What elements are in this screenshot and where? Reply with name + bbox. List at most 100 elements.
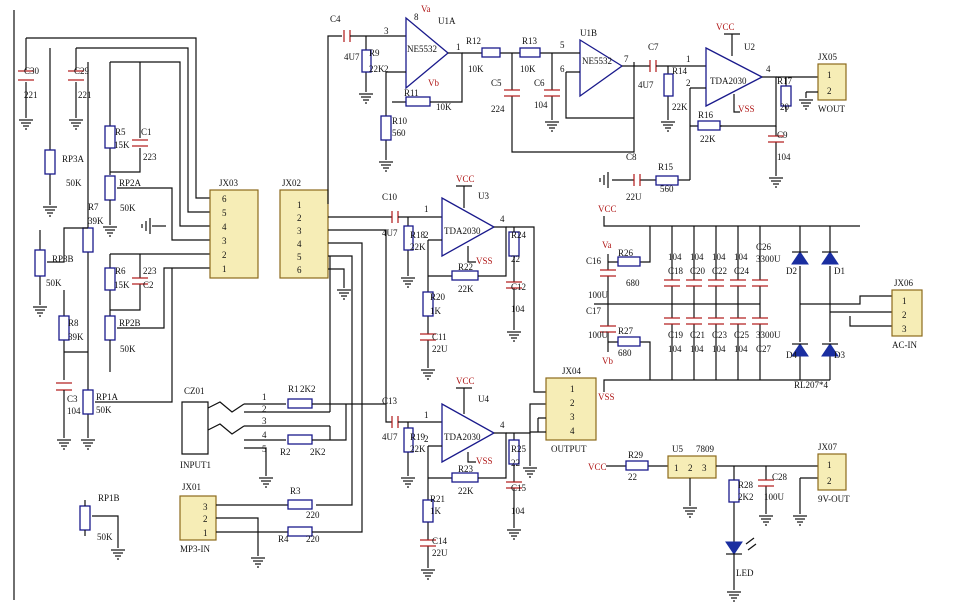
c5-ref: C5	[491, 78, 502, 88]
c9-ref: C9	[777, 130, 788, 140]
r13-value: 10K	[520, 64, 536, 74]
d3-ref: D3	[834, 350, 845, 360]
psu-vcc: VCC	[598, 204, 617, 214]
u5-pin: 1	[674, 463, 679, 473]
rp2a-ref: RP2A	[119, 178, 142, 188]
jx05-connector: JX05 1 2 WOUT	[817, 52, 847, 114]
jx01-pin: 3	[203, 502, 208, 512]
c13-ref: C13	[382, 396, 398, 406]
d4-diode	[791, 343, 809, 357]
u4-ref: U4	[478, 394, 489, 404]
pin-label: 1	[424, 204, 429, 214]
jx07-pin: 2	[827, 476, 832, 486]
c25-value: 104	[734, 344, 748, 354]
jx01-pin: 1	[203, 528, 208, 538]
r10-ref: R10	[392, 116, 408, 126]
r12-value: 10K	[468, 64, 484, 74]
jx03-pin: 4	[222, 222, 227, 232]
jx04-pin: 2	[570, 398, 575, 408]
r3-ref: R3	[290, 486, 301, 496]
pin-label: 5	[560, 40, 565, 50]
r11-ref: R11	[404, 88, 419, 98]
r2-value: 2K2	[310, 447, 326, 457]
pin-label: 2	[424, 230, 429, 240]
r14-value: 22K	[672, 102, 688, 112]
tone-control-network	[18, 37, 210, 560]
r9-value: 22K	[369, 64, 385, 74]
d4-ref: D4	[786, 350, 797, 360]
u3-ref: U3	[478, 191, 489, 201]
jx03-pin: 2	[222, 250, 227, 260]
u5-ref: U5	[672, 444, 683, 454]
cz01-pin: 4	[262, 430, 267, 440]
c24-value: 104	[734, 252, 748, 262]
r27-value: 680	[618, 348, 632, 358]
u2-vcc: VCC	[716, 22, 735, 32]
pin-label: 1	[424, 410, 429, 420]
jx06-pin: 1	[902, 296, 907, 306]
r28-value: 2K2	[738, 492, 754, 502]
r1-ref: R1	[288, 384, 299, 394]
pin-label: 6	[560, 64, 565, 74]
r9-ref: R9	[369, 48, 380, 58]
c12-value: 104	[511, 304, 525, 314]
c27-ref: C27	[756, 344, 772, 354]
c17-value: 100U	[588, 330, 609, 340]
u4-vss: VSS	[476, 456, 493, 466]
u1a-ref: U1A	[438, 16, 456, 26]
u4-chip: TDA2030	[444, 432, 481, 442]
r2-ref: R2	[280, 447, 291, 457]
r5-ref: R5	[115, 127, 126, 137]
c16-value: 100U	[588, 290, 609, 300]
jx04-label: OUTPUT	[551, 444, 587, 454]
pin-label: 1	[686, 54, 691, 64]
c2-ref: C2	[143, 280, 154, 290]
c9-value: 104	[777, 152, 791, 162]
jx06-pin: 3	[902, 324, 907, 334]
jx06-pin: 2	[902, 310, 907, 320]
cz01-ref: CZ01	[184, 386, 205, 396]
r16-value: 22K	[700, 134, 716, 144]
r23-ref: R23	[458, 464, 474, 474]
jx03-pin: 1	[222, 264, 227, 274]
r4-ref: R4	[278, 534, 289, 544]
r6-value: 15K	[114, 280, 130, 290]
r25-ref: R25	[511, 444, 527, 454]
pin-label: 2	[686, 78, 691, 88]
pin-label: 1	[456, 42, 461, 52]
jx01-mp3-in-connector: JX01 3 2 1 MP3-IN R3 220 R4 220	[179, 420, 363, 568]
c23-value: 104	[712, 344, 726, 354]
r22-value: 22K	[458, 284, 474, 294]
u2-ref: U2	[744, 42, 755, 52]
jx02-pin: 4	[297, 239, 302, 249]
c20-value: 104	[690, 252, 704, 262]
regulator-section: VCC R29 22 U5 7809 1 2 3 R28 2K2 LED C28…	[588, 444, 818, 602]
c22-ref: C22	[712, 266, 727, 276]
r10-value: 560	[392, 128, 406, 138]
c13-value: 4U7	[382, 432, 398, 442]
r24-value: 22	[511, 254, 520, 264]
jx05-pin: 2	[827, 86, 832, 96]
jx05-pin: 1	[827, 70, 832, 80]
c17-ref: C17	[586, 306, 602, 316]
r24-ref: R24	[511, 230, 527, 240]
d2-diode	[791, 251, 809, 265]
input1-jack: CZ01 1 2 3 4 5 INPUT1 R1 2K2 R2 2K2	[180, 256, 386, 488]
rp3b-value: 50K	[46, 278, 62, 288]
pin-label: 4	[500, 214, 505, 224]
jx03-pin: 6	[222, 194, 227, 204]
jx07-ref: JX07	[818, 442, 838, 452]
rp1a-value: 50K	[96, 405, 112, 415]
c26-value: 3300U	[756, 254, 781, 264]
rp1a-ref: RP1A	[96, 392, 119, 402]
r27-ref: R27	[618, 326, 634, 336]
jx04-output-connector: JX04 1 2 3 4 OUTPUT	[545, 366, 597, 454]
jx02-pin: 1	[297, 200, 302, 210]
cz01-pin: 3	[262, 416, 267, 426]
c8-value: 22U	[626, 192, 642, 202]
u5-pin: 2	[688, 463, 693, 473]
jx02-pin: 6	[297, 265, 302, 275]
led-ref: LED	[736, 568, 754, 578]
jx04-pin: 1	[570, 384, 575, 394]
r16-ref: R16	[698, 110, 714, 120]
